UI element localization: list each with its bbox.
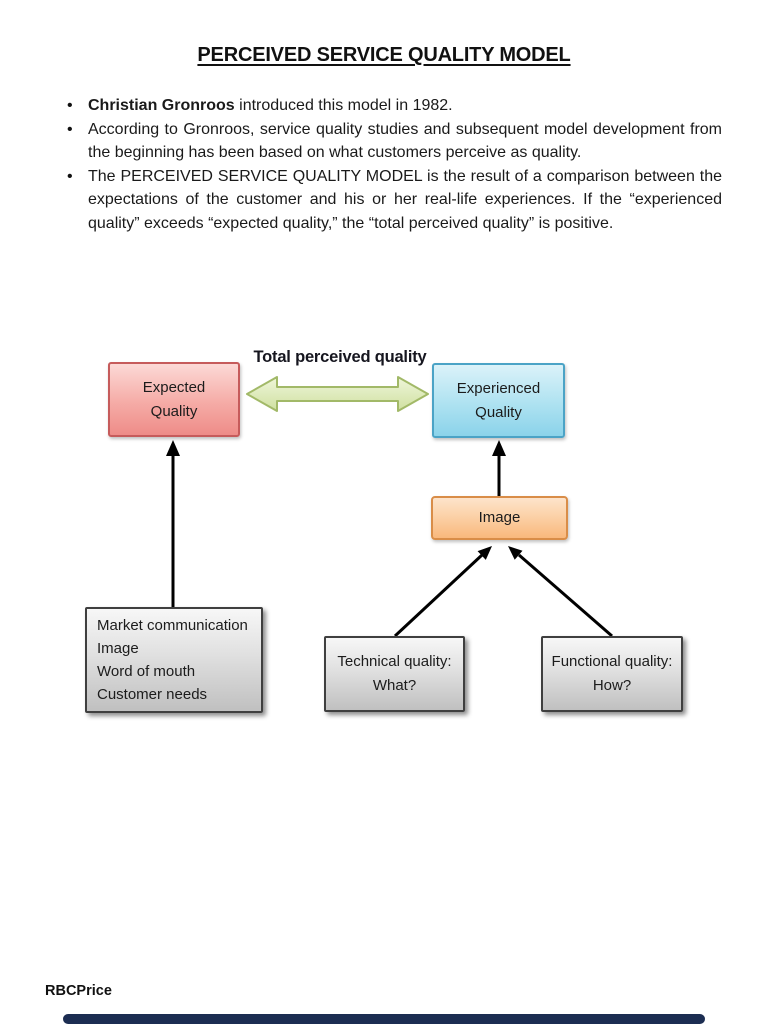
bullet-1-bold-text: Christian Gronroos xyxy=(88,97,235,114)
total-perceived-quality-arrow xyxy=(246,376,429,412)
bullet-list: Christian Gronroos introduced this model… xyxy=(67,94,722,236)
expected-quality-line2: Quality xyxy=(150,402,198,420)
technical-quality-line1: Technical quality: xyxy=(337,653,452,670)
market-box-line1: Market communication xyxy=(97,617,248,634)
bullet-3-text: The PERCEIVED SERVICE QUALITY MODEL is t… xyxy=(88,167,722,232)
market-box-line3: Word of mouth xyxy=(97,663,196,680)
expected-quality-box: Expected Quality xyxy=(108,362,240,437)
expected-quality-line1: Expected xyxy=(142,378,206,396)
functional-quality-box: Functional quality: How? xyxy=(541,636,683,712)
market-communication-box: Market communication Image Word of mouth… xyxy=(85,607,263,713)
technical-quality-line2: What? xyxy=(372,677,417,694)
arrow-technical-to-image xyxy=(393,546,492,638)
bullet-item-2: According to Gronroos, service quality s… xyxy=(67,118,722,165)
total-perceived-quality-label: Total perceived quality xyxy=(253,348,427,366)
experienced-quality-box: Experienced Quality xyxy=(432,363,565,438)
page-title: PERCEIVED SERVICE QUALITY MODEL xyxy=(197,44,571,66)
experienced-quality-line2: Quality xyxy=(475,403,522,421)
functional-quality-line1: Functional quality: xyxy=(551,653,673,670)
arrow-image-to-experienced xyxy=(492,440,506,496)
technical-quality-box: Technical quality: What? xyxy=(324,636,465,712)
functional-quality-line2: How? xyxy=(592,677,632,694)
experienced-quality-line1: Experienced xyxy=(456,379,541,397)
image-box: Image xyxy=(431,496,568,540)
bottom-scrollbar[interactable] xyxy=(63,1014,705,1024)
image-box-label: Image xyxy=(478,509,521,526)
arrow-market-to-expected xyxy=(166,440,180,607)
bullet-item-1: Christian Gronroos introduced this model… xyxy=(67,94,722,118)
market-box-line4: Customer needs xyxy=(97,686,208,703)
bullet-2-text: According to Gronroos, service quality s… xyxy=(88,120,722,162)
arrow-functional-to-image xyxy=(508,546,613,638)
bullet-item-3: The PERCEIVED SERVICE QUALITY MODEL is t… xyxy=(67,165,722,236)
bullet-1-text: introduced this model in 1982. xyxy=(234,97,453,114)
market-box-line2: Image xyxy=(97,640,139,657)
footer-brand: RBCPrice xyxy=(45,983,112,999)
